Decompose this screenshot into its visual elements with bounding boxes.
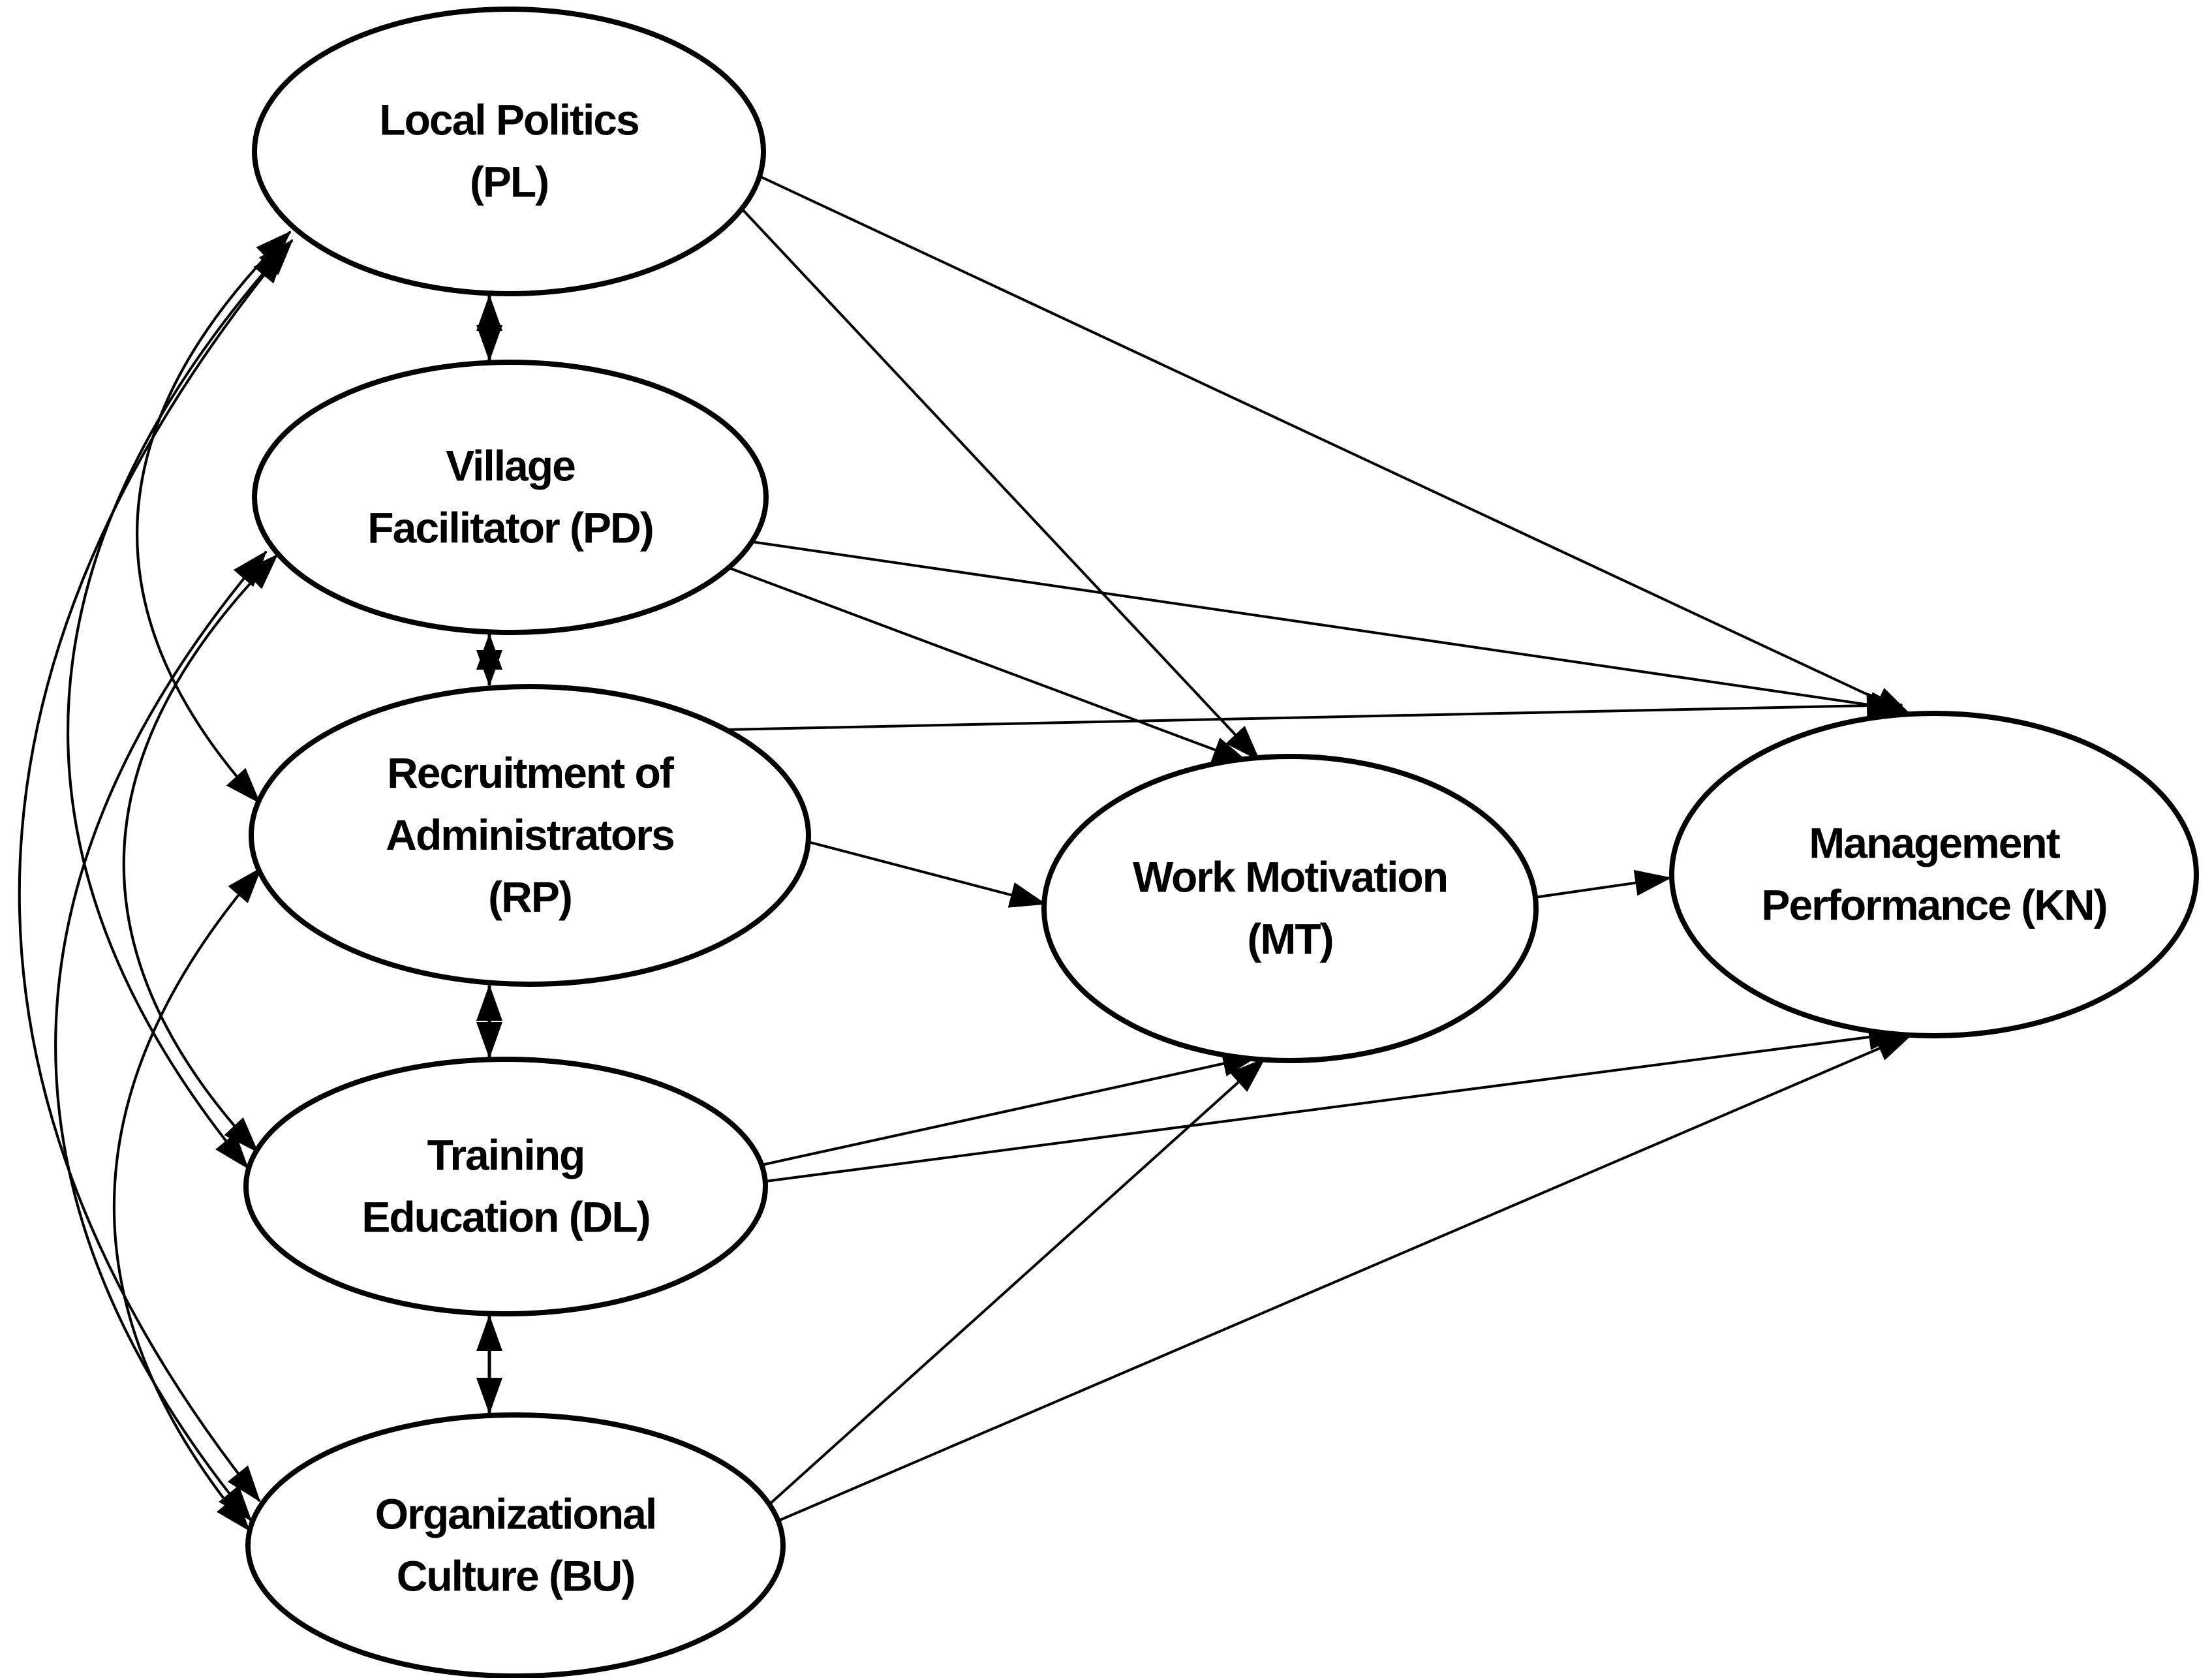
edge-pd-to-kn (751, 540, 1907, 718)
node-management-performance-ellipse (1669, 711, 2199, 1038)
edges-layer (18, 175, 1913, 1532)
node-work-motivation-ellipse (1041, 754, 1539, 1063)
node-recruitment-of-administrators-ellipse (249, 684, 811, 987)
edge-bu-to-kn (778, 1033, 1913, 1522)
edge-dl-to-mt (761, 1051, 1259, 1166)
edge-pl-to-kn (759, 175, 1912, 716)
edge-pl-bu-correlation (18, 247, 287, 1502)
edge-dl-to-kn (765, 1024, 1905, 1183)
edge-rp-to-kn (726, 692, 1903, 731)
edge-rp-bu-correlation (113, 867, 262, 1532)
edge-pd-bu-correlation (54, 550, 268, 1522)
node-village-facilitator-ellipse (252, 360, 769, 635)
edge-pl-dl-correlation (67, 239, 294, 1170)
node-local-politics: Local Politics(PL) (252, 7, 766, 296)
edge-pd-to-mt (728, 567, 1250, 764)
edge-pd-dl-correlation (122, 553, 279, 1153)
node-work-motivation-label: Work Motivation(MT) (1133, 853, 1447, 963)
edge-rp-to-mt (808, 841, 1047, 908)
node-organizational-culture-ellipse (245, 1412, 786, 1678)
edge-bu-to-mt (768, 1057, 1266, 1506)
node-local-politics-ellipse (252, 7, 766, 296)
node-work-motivation: Work Motivation(MT) (1041, 754, 1539, 1063)
edge-mt-to-kn (1534, 869, 1672, 899)
node-local-politics-label: Local Politics(PL) (379, 96, 638, 206)
node-training-education-ellipse (243, 1057, 768, 1316)
edge-pl-to-mt (741, 208, 1261, 762)
